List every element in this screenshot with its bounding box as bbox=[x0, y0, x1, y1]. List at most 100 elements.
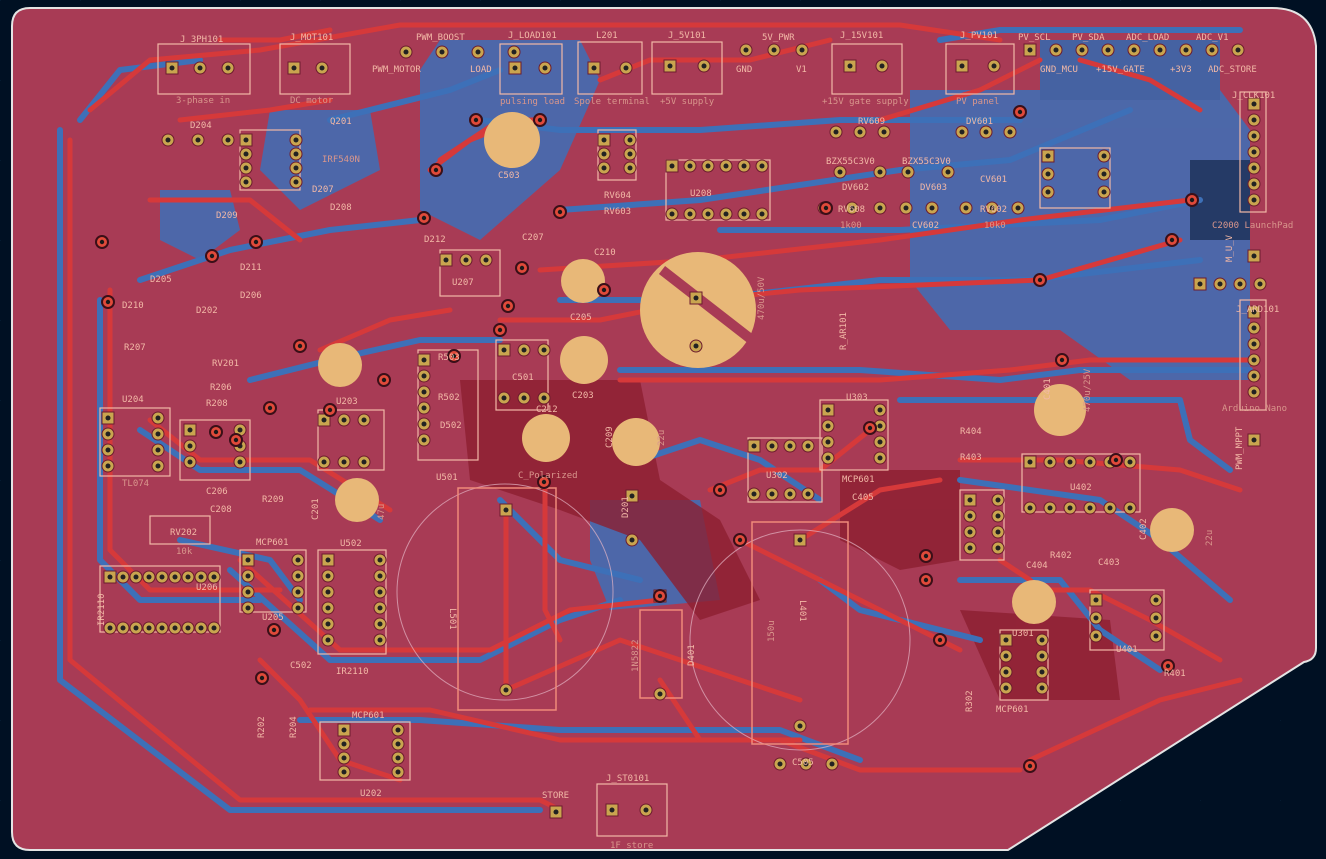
ref-d207: D207 bbox=[312, 185, 334, 195]
ref-r402: R402 bbox=[1050, 551, 1072, 561]
ref-l501: L501 bbox=[447, 608, 457, 630]
ref-d401: D401 bbox=[687, 644, 697, 666]
label-j5v101: J_5V101 bbox=[668, 31, 706, 41]
ref-l401: L401 bbox=[797, 600, 807, 622]
ref-r401: R401 bbox=[1164, 669, 1186, 679]
label-jsto101: J_ST0101 bbox=[606, 774, 649, 784]
ref-r207: R207 bbox=[124, 343, 146, 353]
ref-u204: U204 bbox=[122, 395, 144, 405]
ref-rv608: RV608 bbox=[838, 205, 865, 215]
ref-r204: R204 bbox=[289, 716, 299, 738]
ref-r208: R208 bbox=[206, 399, 228, 409]
ref-rv603: RV603 bbox=[604, 207, 631, 217]
silkscreen-labels: J_3PH101 3-phase in J_MOT101 DC motor J_… bbox=[97, 31, 1293, 851]
ref-r209: R209 bbox=[262, 495, 284, 505]
ref-rv201: RV201 bbox=[212, 359, 239, 369]
tp-pwm-motor: PWM_MOTOR bbox=[372, 65, 421, 75]
val-mcp601d: MCP601 bbox=[996, 705, 1029, 715]
ref-c203: C203 bbox=[572, 391, 594, 401]
label-jpv101: J_PV101 bbox=[960, 31, 998, 41]
val-mcp601b: MCP601 bbox=[352, 711, 385, 721]
val-1n5822: 1N5822 bbox=[631, 639, 641, 672]
val-cpol: C_Polarized bbox=[518, 471, 578, 481]
val-mcp601c: MCP601 bbox=[842, 475, 875, 485]
tp-pwm-boost: PWM_BOOST bbox=[416, 33, 465, 43]
val-bzx55b: BZX55C3V0 bbox=[902, 157, 951, 167]
val-ir2110: IR2110 bbox=[336, 667, 369, 677]
label-j15v101: J_15V101 bbox=[840, 31, 883, 41]
tp-gnd-mcu: GND_MCU bbox=[1040, 65, 1078, 75]
ref-c210: C210 bbox=[594, 248, 616, 258]
val-tl074: TL074 bbox=[122, 479, 149, 489]
tp-m-u-v: M_U_V bbox=[1225, 234, 1235, 262]
ref-c209: C209 bbox=[605, 426, 615, 448]
tp-gnd: GND bbox=[736, 65, 752, 75]
ref-c205: C205 bbox=[570, 313, 592, 323]
ref-u202: U202 bbox=[360, 789, 382, 799]
ref-d206: D206 bbox=[240, 291, 262, 301]
ref-u208: U208 bbox=[690, 189, 712, 199]
label-l201: L201 bbox=[596, 31, 618, 41]
ref-dv602: DV602 bbox=[842, 183, 869, 193]
ref-c502: C502 bbox=[290, 661, 312, 671]
ref-d201: D201 bbox=[621, 496, 631, 518]
ref-c207: C207 bbox=[522, 233, 544, 243]
ref-u302: U302 bbox=[766, 471, 788, 481]
ref-d212: D212 bbox=[424, 235, 446, 245]
val-ir2110c: IR2110 bbox=[97, 593, 107, 626]
label-jard101: J_ARD101 bbox=[1236, 305, 1279, 315]
tp-15v-gate: +15V_GATE bbox=[1096, 65, 1145, 75]
val-10k0: 10k0 bbox=[984, 221, 1006, 231]
tp-pwm-mppt: PWM_MPPT bbox=[1235, 426, 1245, 470]
electrolytic-capacitors bbox=[318, 112, 1194, 624]
tp-store: STORE bbox=[542, 791, 569, 801]
ref-r404: R404 bbox=[960, 427, 982, 437]
ref-u502: U502 bbox=[340, 539, 362, 549]
front-copper-traces bbox=[67, 22, 1253, 813]
tp-pv-sda: PV_SDA bbox=[1072, 33, 1105, 43]
ref-r503: R503 bbox=[438, 353, 460, 363]
label-dc-motor: DC motor bbox=[290, 96, 334, 106]
ref-rv604: RV604 bbox=[604, 191, 631, 201]
ref-c501: C501 bbox=[512, 373, 534, 383]
tp-adc-load: ADC_LOAD bbox=[1126, 33, 1169, 43]
ref-rv609: RV609 bbox=[858, 117, 885, 127]
val-22u: 22u bbox=[1205, 530, 1215, 546]
val-470u50: 470u/50V bbox=[757, 276, 767, 320]
ref-d210: D210 bbox=[122, 301, 144, 311]
ref-c402: C402 bbox=[1139, 518, 1149, 540]
ref-d205: D205 bbox=[150, 275, 172, 285]
label-3phase: 3-phase in bbox=[176, 96, 230, 106]
val-150u: 150u bbox=[767, 620, 777, 642]
label-jclk101: J_CLK101 bbox=[1232, 91, 1275, 101]
tp-adc-store: ADC_STORE bbox=[1208, 65, 1257, 75]
val-bzx55: BZX55C3V0 bbox=[826, 157, 875, 167]
ref-r206: R206 bbox=[210, 383, 232, 393]
tp-v1: V1 bbox=[796, 65, 807, 75]
label-jload101: J_LOAD101 bbox=[508, 31, 557, 41]
label-15v-gate: +15V gate supply bbox=[822, 97, 909, 107]
label-1f-store: 1F store bbox=[610, 841, 653, 851]
ref-u303: U303 bbox=[846, 393, 868, 403]
ref-c503: C503 bbox=[498, 171, 520, 181]
ref-u301: U301 bbox=[1012, 629, 1034, 639]
ref-r302: R302 bbox=[965, 690, 975, 712]
label-c2000: C2000 LaunchPad bbox=[1212, 221, 1293, 231]
ref-u402: U402 bbox=[1070, 483, 1092, 493]
val-22u-b: 22u bbox=[657, 430, 667, 446]
ref-c403: C403 bbox=[1098, 558, 1120, 568]
ref-c208: C208 bbox=[210, 505, 232, 515]
ref-d502: D502 bbox=[440, 421, 462, 431]
inductor-outlines bbox=[396, 483, 911, 751]
ref-d202: D202 bbox=[196, 306, 218, 316]
ref-r502: R502 bbox=[438, 393, 460, 403]
ref-rv202: RV202 bbox=[170, 528, 197, 538]
label-arduino-nano: Arduino Nano bbox=[1222, 404, 1287, 414]
ref-c206: C206 bbox=[206, 487, 228, 497]
ref-u205: U205 bbox=[262, 613, 284, 623]
ref-c212: C212 bbox=[536, 405, 558, 415]
val-1k00: 1k00 bbox=[840, 221, 862, 231]
ref-c405: C405 bbox=[852, 493, 874, 503]
ref-r403: R403 bbox=[960, 453, 982, 463]
